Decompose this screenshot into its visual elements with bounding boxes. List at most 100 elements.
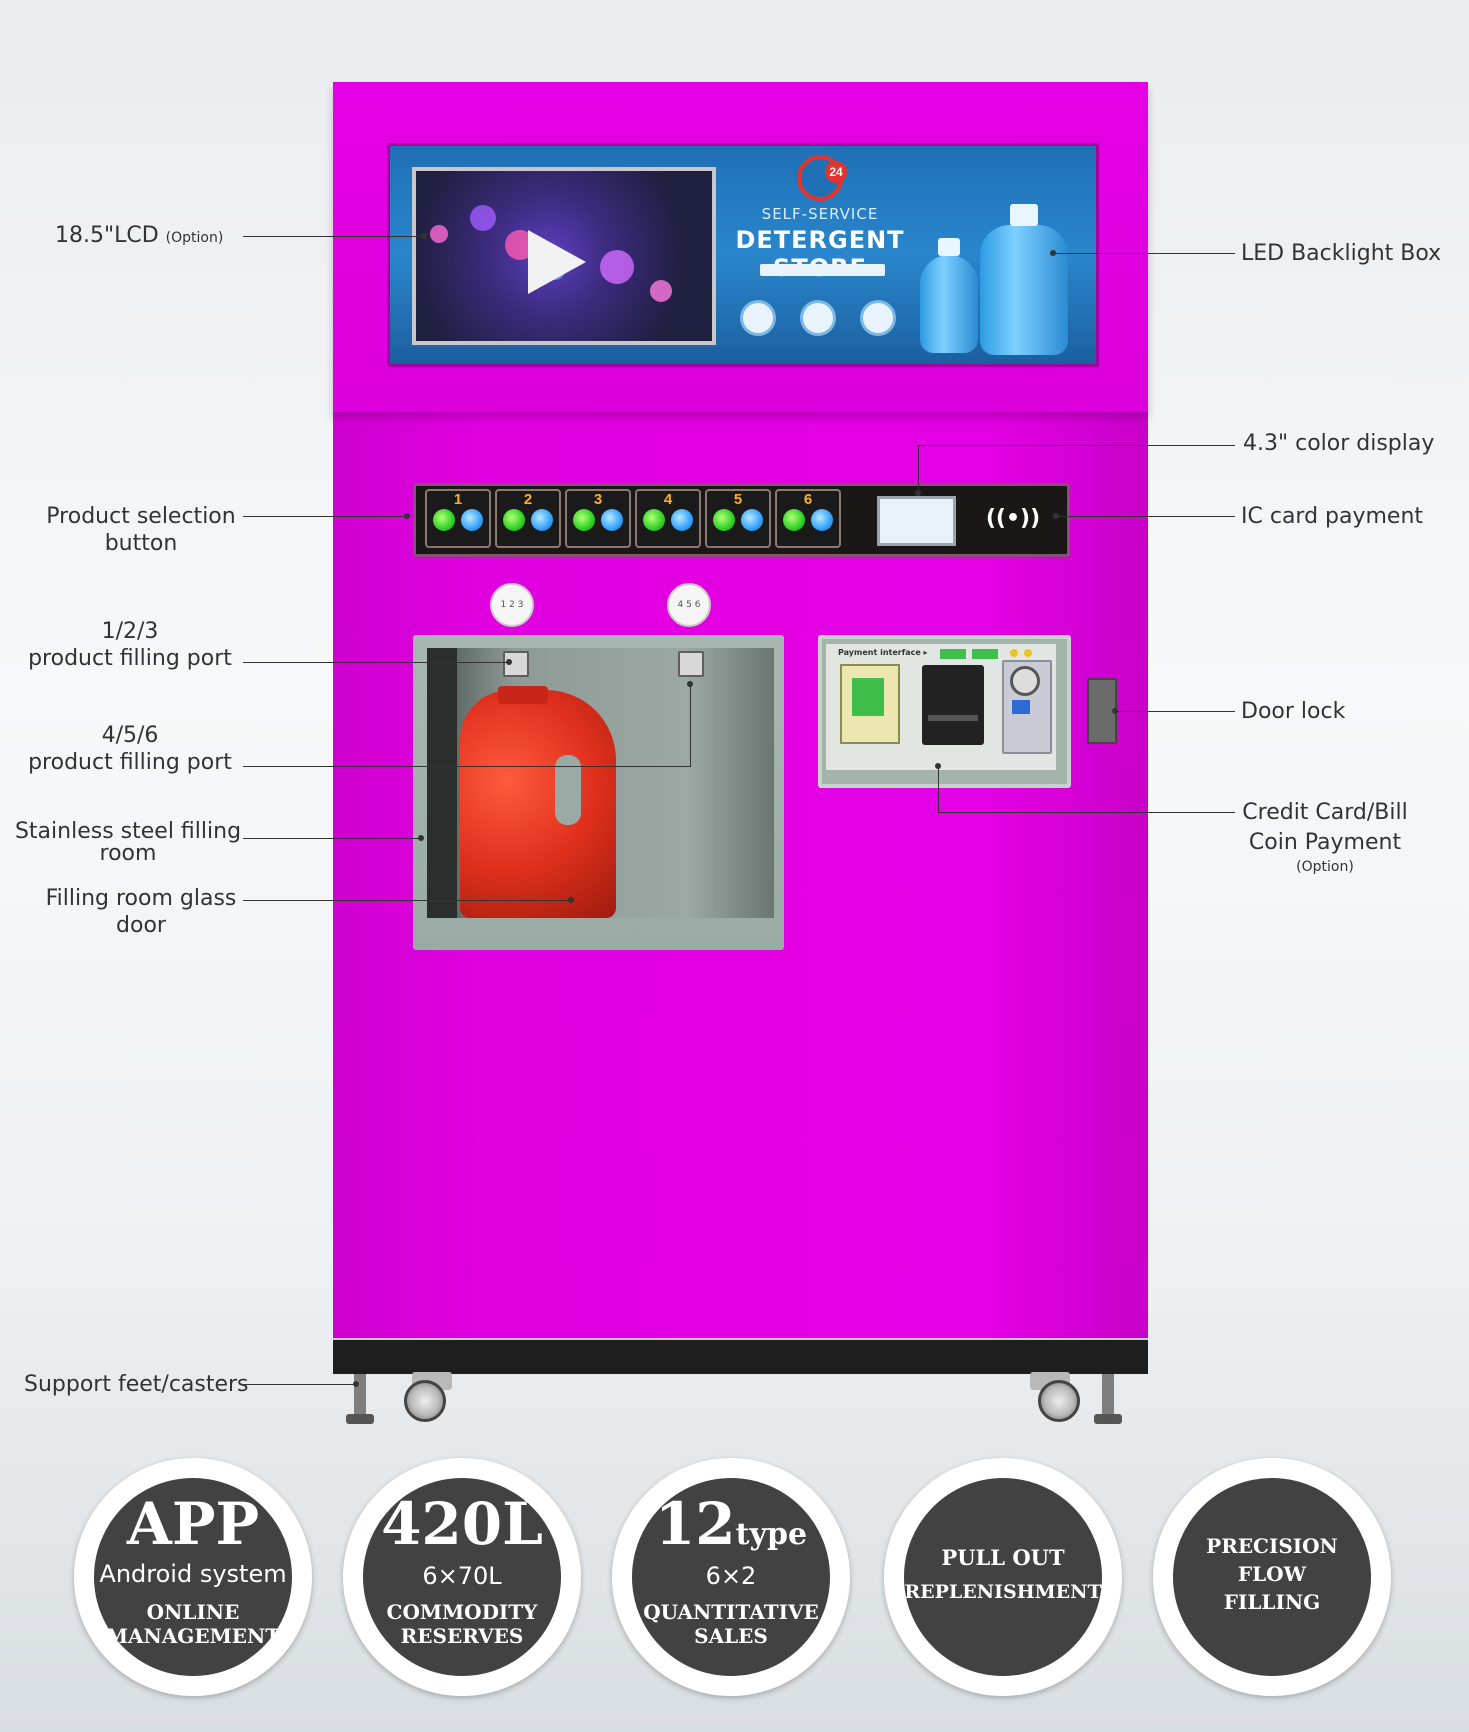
card-reader[interactable] <box>922 665 984 745</box>
badge-big: 420L <box>381 1490 543 1558</box>
badge-mid: 6×70L <box>422 1562 502 1590</box>
button-number: 3 <box>593 491 603 508</box>
badge-cap2: REPLENISHMENT <box>904 1581 1102 1603</box>
product-selection-label: Product selection button <box>30 503 252 557</box>
product-button-6[interactable]: 6 <box>775 489 841 548</box>
product-button-3[interactable]: 3 <box>565 489 631 548</box>
badge-cap1: PRECISION <box>1206 1534 1338 1558</box>
door-lock[interactable] <box>1087 678 1117 744</box>
green-button-icon <box>713 509 735 531</box>
credit-line1: Credit Card/Bill <box>1242 800 1408 825</box>
badge-big-suffix: type <box>735 1517 808 1552</box>
machine-base <box>333 1340 1148 1374</box>
lcd-bubble <box>600 250 634 284</box>
glass-door-label: Filling room glass door <box>30 885 252 939</box>
port-456-line1: 4/5/6 <box>101 723 159 748</box>
badge-cap1: PULL OUT <box>941 1545 1065 1570</box>
badge-big-wrap: 12type <box>632 1492 830 1571</box>
badge-app: APP Android system ONLINE MANAGEMENT <box>94 1478 292 1676</box>
credit-card-label: Credit Card/Bill Coin Payment (Option) <box>1230 798 1420 876</box>
callout-line <box>243 766 691 767</box>
bottle-cap <box>1010 204 1038 226</box>
feature-icon <box>740 300 776 336</box>
green-button-icon <box>503 509 525 531</box>
self-service-text: SELF-SERVICE <box>761 205 879 223</box>
green-button-icon <box>643 509 665 531</box>
door-rail <box>427 648 457 918</box>
callout-dot <box>404 513 410 519</box>
callout-line <box>243 900 571 901</box>
callout-line <box>690 684 691 766</box>
detergent-bottle-large <box>980 225 1068 355</box>
detergent-bottle-small <box>920 255 978 353</box>
door-lock-label: Door lock <box>1241 699 1346 724</box>
callout-dot <box>1053 513 1059 519</box>
qr-code-icon <box>852 678 884 716</box>
callout-dot <box>687 681 693 687</box>
nfc-icon[interactable]: ((•)) <box>985 506 1041 531</box>
product-button-2[interactable]: 2 <box>495 489 561 548</box>
24h-badge: 24 <box>825 161 847 183</box>
blue-button-icon <box>461 509 483 531</box>
filling-nozzle-123 <box>503 651 529 677</box>
callout-dot <box>568 897 574 903</box>
product-selection-line1: Product selection <box>46 504 236 529</box>
badge-cap2: FLOW <box>1237 1562 1307 1586</box>
port-label-dial-456: 4 5 6 <box>667 583 711 627</box>
badge-pull-out: PULL OUT REPLENISHMENT <box>904 1478 1102 1676</box>
green-button-icon <box>433 509 455 531</box>
callout-line <box>938 766 939 812</box>
tagline-bar <box>760 264 885 276</box>
caster-wheel <box>404 1380 446 1422</box>
badge-cap2: MANAGEMENT <box>105 1624 281 1648</box>
caster-wheel <box>1038 1380 1080 1422</box>
bottle-cap <box>938 238 960 256</box>
callout-line <box>918 445 1235 446</box>
foot-pad <box>346 1414 374 1424</box>
glass-line2: door <box>116 913 166 938</box>
product-selection-line2: button <box>104 531 178 556</box>
color-display-screen[interactable] <box>877 496 956 546</box>
stainless-line1: Stainless steel filling <box>14 819 242 844</box>
lcd-bubble <box>430 225 448 243</box>
badge-cap3: FILLING <box>1223 1590 1321 1614</box>
jug-cap <box>498 686 548 704</box>
badge-cap1: COMMODITY <box>386 1600 538 1624</box>
product-button-4[interactable]: 4 <box>635 489 701 548</box>
blue-button-icon <box>671 509 693 531</box>
callout-line <box>918 445 919 493</box>
callout-dot <box>418 835 424 841</box>
button-number: 1 <box>453 491 463 508</box>
lcd-bubble <box>650 280 672 302</box>
callout-dot <box>935 763 941 769</box>
blue-button-icon <box>601 509 623 531</box>
credit-option: (Option) <box>1296 859 1354 875</box>
led-box-label: LED Backlight Box <box>1241 241 1442 266</box>
ic-card-label: IC card payment <box>1241 504 1424 529</box>
callout-dot <box>506 659 512 665</box>
callout-line <box>1056 516 1235 517</box>
product-button-5[interactable]: 5 <box>705 489 771 548</box>
port-456-label: 4/5/6 product filling port <box>15 722 245 776</box>
badge-big: APP <box>126 1490 260 1558</box>
lcd-logo <box>528 230 586 294</box>
payment-interface-title: Payment interface ▸ <box>838 648 928 657</box>
feature-icon <box>800 300 836 336</box>
badge-cap1: QUANTITATIVE <box>643 1600 819 1624</box>
port-123-label: 1/2/3 product filling port <box>15 618 245 672</box>
callout-line <box>243 236 424 237</box>
blue-button-icon <box>811 509 833 531</box>
lcd-bubble <box>470 205 496 231</box>
status-led <box>940 649 966 659</box>
callout-dot <box>1112 708 1118 714</box>
stainless-label: Stainless steel filling room <box>8 821 248 865</box>
button-number: 6 <box>803 491 813 508</box>
green-button-icon <box>573 509 595 531</box>
product-button-1[interactable]: 1 <box>425 489 491 548</box>
lcd-label: 18.5"LCD (Option) <box>55 222 245 252</box>
badge-mid: Android system <box>99 1560 287 1588</box>
badge-mid: 6×2 <box>705 1562 757 1590</box>
lcd-label-text: 18.5"LCD <box>55 223 159 248</box>
callout-line <box>243 1384 356 1385</box>
callout-line <box>243 516 407 517</box>
